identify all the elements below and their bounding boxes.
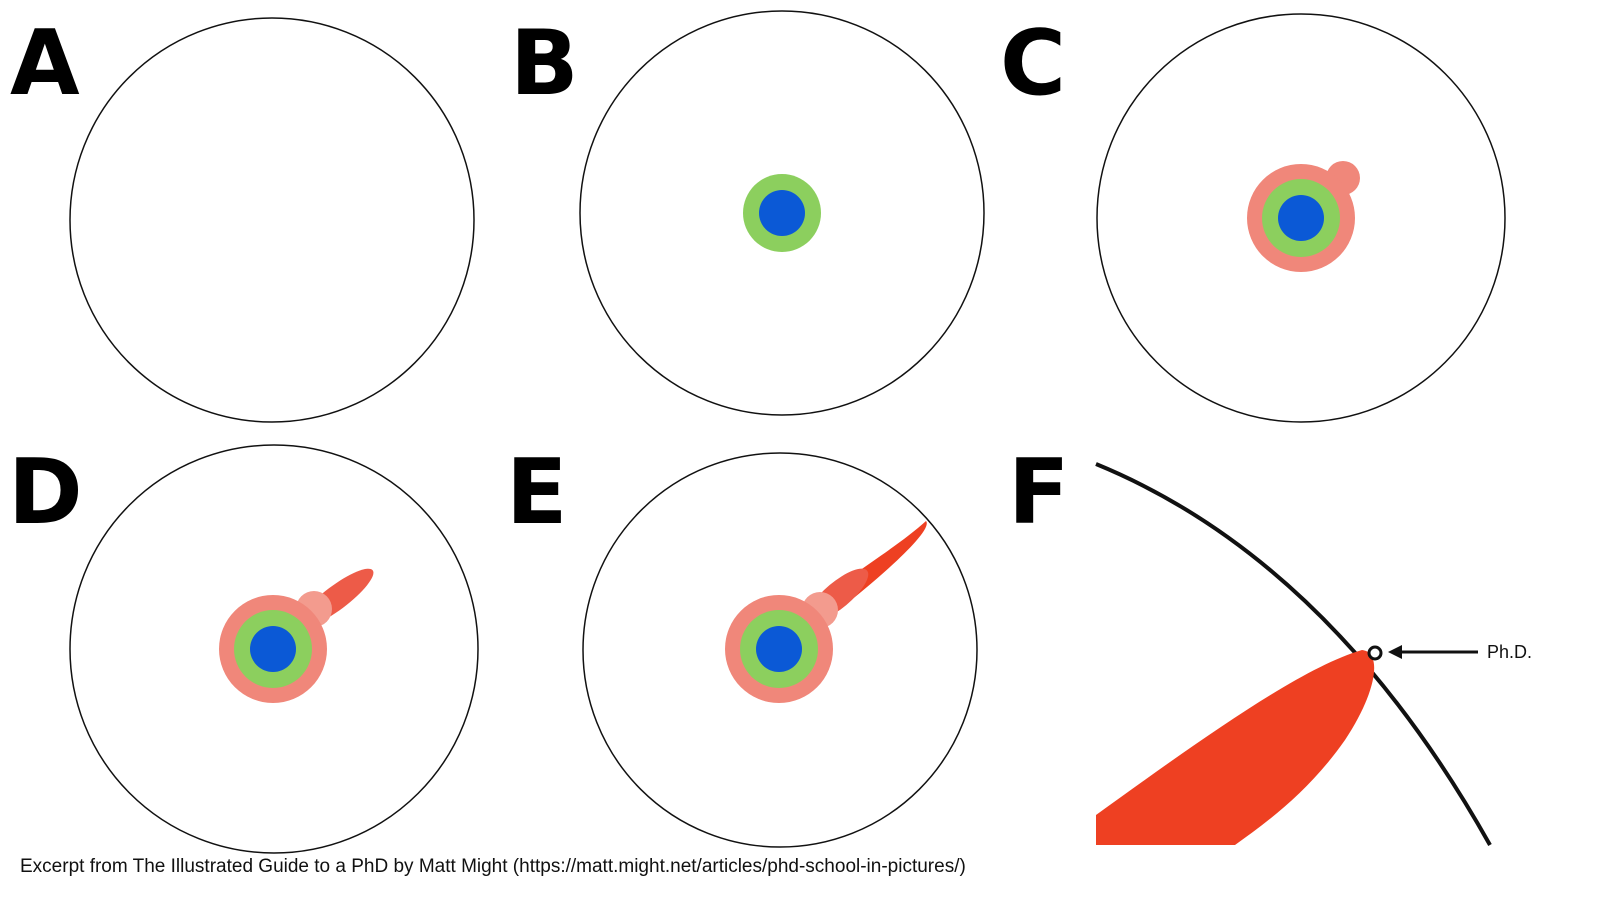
phd-dent-f bbox=[1367, 645, 1383, 661]
panel-label-a: A bbox=[10, 11, 80, 116]
phd-arrow-head bbox=[1388, 645, 1402, 659]
research-spike-f bbox=[1096, 650, 1375, 845]
panel-c: C bbox=[1000, 11, 1506, 423]
panel-label-c: C bbox=[1000, 11, 1066, 116]
panel-label-e: E bbox=[506, 440, 567, 545]
panel-label-d: D bbox=[8, 440, 83, 545]
knowledge-circle-c bbox=[1096, 13, 1506, 423]
panel-e: E bbox=[506, 440, 978, 848]
knowledge-circle-a bbox=[69, 17, 475, 423]
panel-label-f: F bbox=[1008, 440, 1069, 545]
panel-f: F Ph.D. bbox=[1008, 440, 1532, 846]
panel-label-b: B bbox=[510, 11, 579, 116]
source-caption: Excerpt from The Illustrated Guide to a … bbox=[20, 856, 966, 877]
knowledge-circle-b bbox=[579, 10, 985, 416]
knowledge-boundary-f bbox=[1095, 462, 1492, 846]
elementary-core-d bbox=[250, 626, 296, 672]
panel-b: B bbox=[510, 10, 985, 416]
panel-a: A bbox=[10, 11, 475, 423]
elementary-core-b bbox=[759, 190, 805, 236]
phd-label: Ph.D. bbox=[1487, 642, 1532, 662]
elementary-core-c bbox=[1278, 195, 1324, 241]
knowledge-circle-d bbox=[69, 444, 479, 854]
elementary-core-e bbox=[756, 626, 802, 672]
panel-d: D bbox=[8, 440, 479, 854]
knowledge-circle-e bbox=[582, 452, 978, 848]
